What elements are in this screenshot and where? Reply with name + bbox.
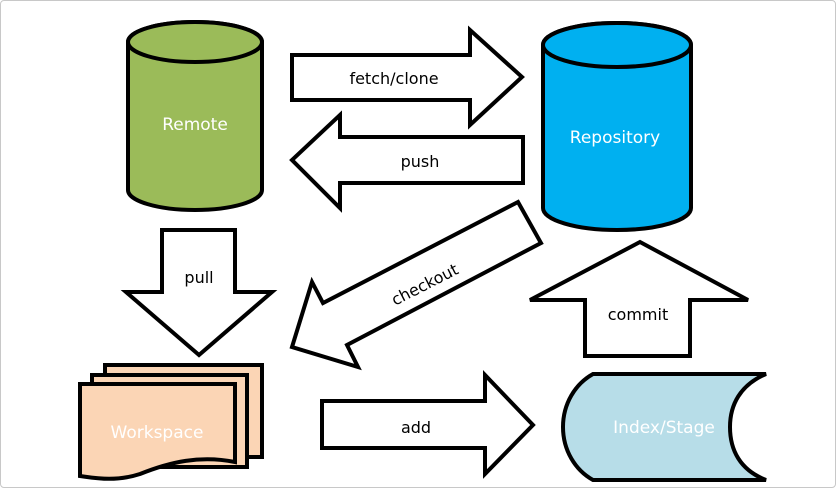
index-stage-label: Index/Stage [613, 418, 715, 438]
workspace-label: Workspace [111, 423, 204, 443]
workspace-node: Workspace [78, 363, 264, 481]
fetch-clone-label: fetch/clone [349, 69, 438, 88]
fetch-clone-arrow: fetch/clone [290, 25, 525, 130]
push-arrow: push [289, 110, 525, 213]
push-label: push [401, 152, 440, 171]
repository-label: Repository [570, 128, 660, 148]
remote-label: Remote [162, 115, 228, 135]
repository-node: Repository [541, 21, 693, 232]
pull-arrow: pull [120, 228, 278, 358]
pull-label: pull [184, 268, 213, 287]
checkout-arrow: checkout [289, 199, 544, 371]
add-label: add [401, 418, 431, 437]
commit-arrow: commit [529, 239, 749, 358]
commit-label: commit [608, 305, 668, 324]
add-arrow: add [320, 370, 536, 479]
index-stage-node: Index/Stage [560, 372, 767, 482]
remote-node: Remote [126, 20, 264, 212]
